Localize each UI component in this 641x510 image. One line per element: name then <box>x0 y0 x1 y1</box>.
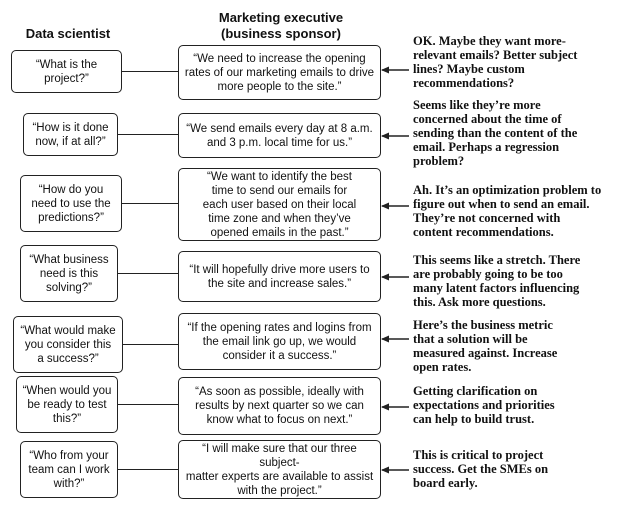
question-box-2: “How is it done now, if at all?” <box>23 113 118 156</box>
question-box-1: “What is the project?” <box>11 50 122 93</box>
question-box-5: “What would make you consider this a suc… <box>13 316 123 373</box>
thought-note-4: This seems like a stretch. There are pro… <box>413 253 581 309</box>
header-data-scientist: Data scientist <box>25 26 111 41</box>
answer-box-2: “We send emails every day at 8 a.m. and … <box>178 113 381 158</box>
answer-box-7: “I will make sure that our three subject… <box>178 440 381 499</box>
answer-box-5: “If the opening rates and logins from th… <box>178 313 381 370</box>
header-marketing-executive: Marketing executive (business sponsor) <box>218 10 344 41</box>
thought-note-6: Getting clarification on expectations an… <box>413 384 555 426</box>
question-box-6: “When would you be ready to test this?” <box>16 376 118 433</box>
thought-note-1: OK. Maybe they want more- relevant email… <box>413 34 578 90</box>
question-box-7: “Who from your team can I work with?” <box>20 441 118 498</box>
question-box-3: “How do you need to use the predictions?… <box>20 175 122 232</box>
answer-box-6: “As soon as possible, ideally with resul… <box>178 377 381 435</box>
answer-box-3: “We want to identify the best time to se… <box>178 168 381 241</box>
question-box-4: “What business need is this solving?” <box>20 245 118 302</box>
thought-note-7: This is critical to project success. Get… <box>413 448 549 490</box>
answer-box-1: “We need to increase the opening rates o… <box>178 45 381 100</box>
thought-note-2: Seems like they’re more concerned about … <box>413 98 578 168</box>
thought-note-3: Ah. It’s an optimization problem to figu… <box>413 183 602 239</box>
thought-note-5: Here’s the business metric that a soluti… <box>413 318 558 374</box>
answer-box-4: “It will hopefully drive more users to t… <box>178 251 381 302</box>
